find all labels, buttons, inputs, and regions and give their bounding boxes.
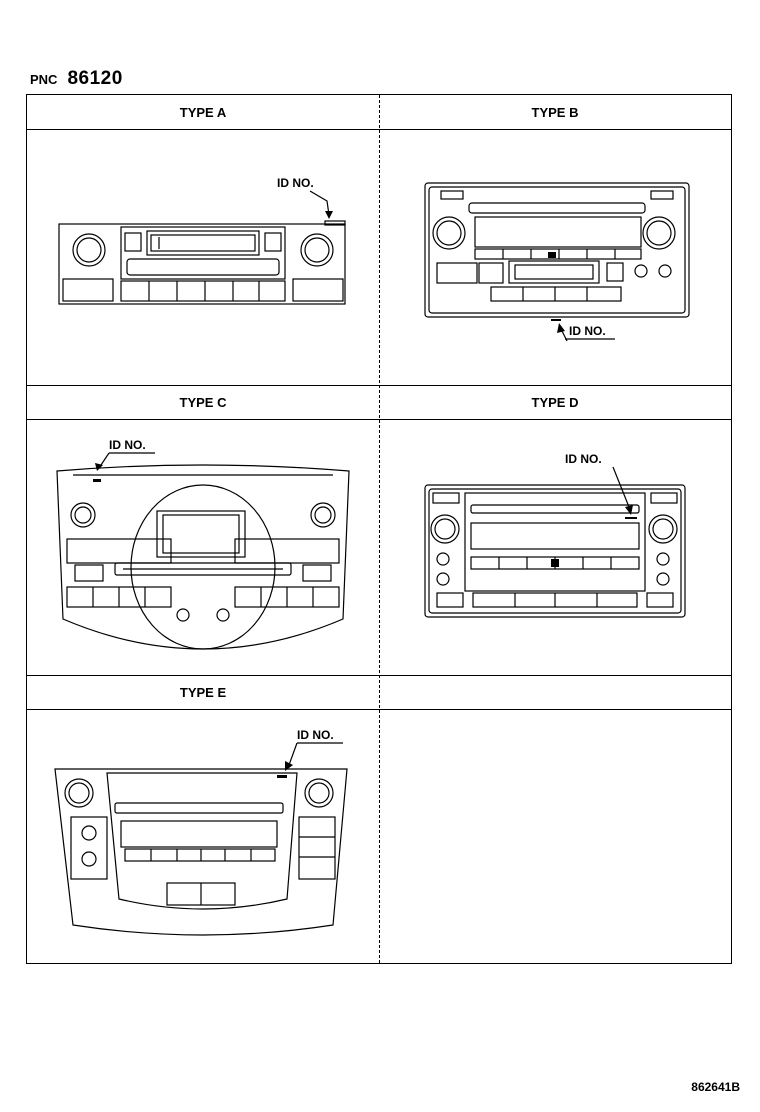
parts-grid: TYPE A TYPE B TYPE C TYPE D TYPE E ID [26,94,732,964]
radio-drawing-type-a: ID NO. [58,176,346,305]
cell-title-type-d: TYPE D [531,394,579,410]
radio-drawing-type-b: ID NO. [424,182,690,342]
pnc-number: 86120 [67,68,123,89]
id-no-label-type-b: ID NO. [569,324,606,338]
radio-drawing-type-e: ID NO. [54,728,348,936]
pnc-header: PNC 86120 [30,68,123,90]
id-no-label-type-a: ID NO. [277,176,314,190]
radio-drawing-type-d: ID NO. [424,452,686,618]
grid-line [27,419,731,420]
illustration-code: 862641B [691,1080,740,1094]
grid-line [27,385,731,386]
pnc-label: PNC [30,72,58,87]
id-no-label-type-c: ID NO. [109,438,146,452]
id-no-label-type-e: ID NO. [297,728,334,742]
cell-title-empty [379,675,731,709]
cell-title-type-a: TYPE A [179,104,227,120]
grid-line [27,675,731,676]
id-no-label-type-d: ID NO. [565,452,602,466]
grid-line [27,709,731,710]
radio-drawing-type-c: ID NO. [56,438,350,650]
grid-divider-vertical [379,95,380,963]
cell-title-type-b: TYPE B [531,104,579,120]
cell-title-type-e: TYPE E [179,684,227,700]
cell-title-type-c: TYPE C [179,394,227,410]
grid-line [27,129,731,130]
